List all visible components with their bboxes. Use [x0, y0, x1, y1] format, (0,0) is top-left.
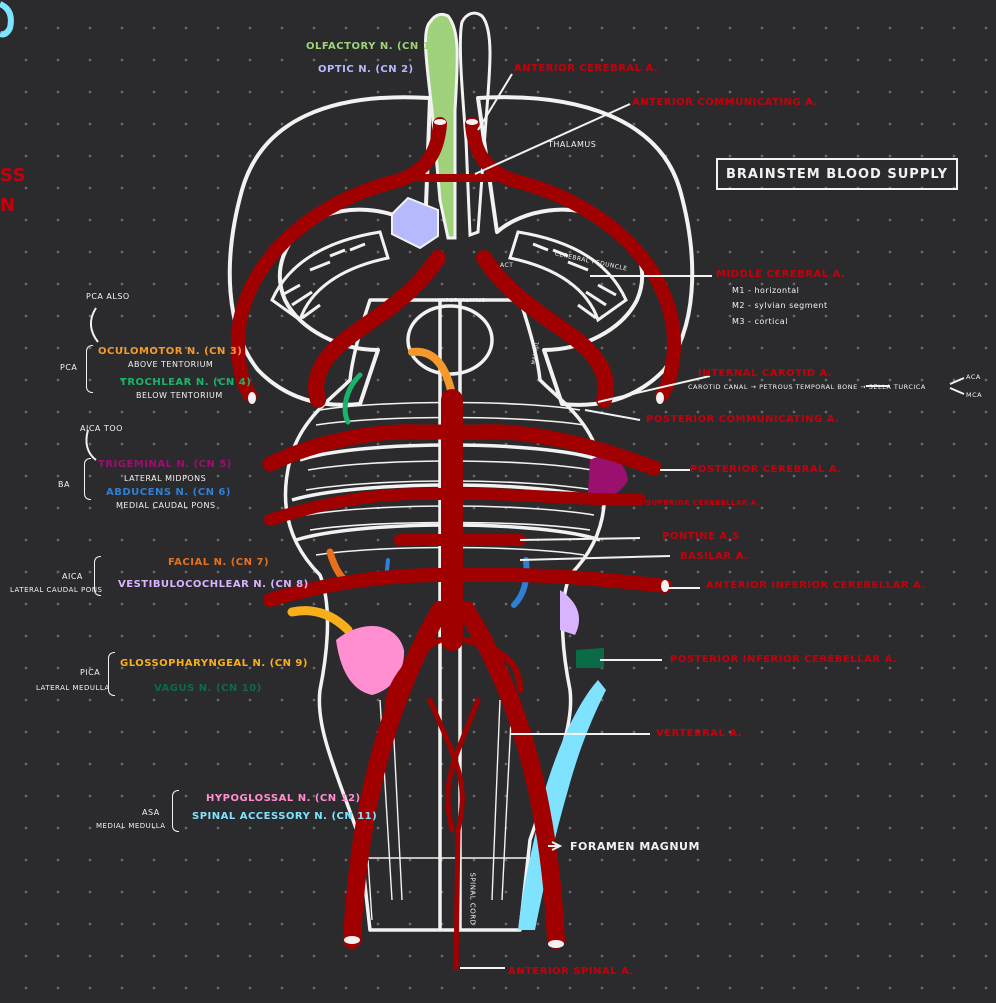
oculomotor-sub: ABOVE TENTORIUM — [128, 360, 214, 369]
aica-bracket — [94, 556, 101, 596]
pca-artery-label: PCA — [60, 363, 78, 372]
spinal-cord-label: SPINAL CORD — [468, 872, 477, 926]
pca-bracket — [86, 345, 93, 393]
middle-cerebral-label: MIDDLE CEREBRAL A. — [716, 269, 846, 280]
oculomotor-label: OCULOMOTOR N. (CN 3) — [98, 346, 243, 357]
asa-artery-label: ASA — [142, 808, 160, 817]
pica-label: POSTERIOR INFERIOR CEREBELLAR A. — [670, 654, 898, 665]
posterior-communicating-label: POSTERIOR COMMUNICATING A. — [646, 414, 840, 425]
trochlear-label: TROCHLEAR N. (CN 4) — [120, 377, 252, 388]
edge-fragment-text: SS — [0, 165, 27, 186]
vagus-label: VAGUS N. (CN 10) — [154, 683, 262, 694]
aica-label: ANTERIOR INFERIOR CEREBELLAR A. — [706, 580, 926, 591]
glossopharyngeal-nerve — [287, 606, 353, 635]
trigeminal-label: TRIGEMINAL N. (CN 5) — [98, 459, 232, 470]
act-label: ACT — [500, 262, 514, 269]
edge-fragment-text: N — [0, 195, 16, 216]
trigeminal-sub: LATERAL MIDPONS — [124, 474, 207, 483]
asa-bracket — [172, 790, 179, 832]
vagus-nerve — [576, 648, 604, 668]
right-olfactory-tract — [458, 11, 492, 238]
spinal-accessory-label: SPINAL ACCESSORY N. (CN 11) — [192, 811, 378, 822]
basilar-label: BASILAR A. — [680, 551, 749, 562]
foramen-magnum-label: FORAMEN MAGNUM — [570, 840, 700, 853]
carotid-path-label: CAROTID CANAL → PETROUS TEMPORAL BONE → … — [688, 383, 926, 391]
optic-chiasm — [391, 196, 439, 250]
pontine-label: PONTINE A.S — [662, 531, 740, 542]
pica-artery-sub: LATERAL MEDULLA — [36, 684, 110, 692]
oculomotor-nerve — [408, 347, 456, 399]
trochlear-sub: BELOW TENTORIUM — [136, 391, 223, 400]
m3-label: M3 - cortical — [732, 317, 788, 326]
aca-abbrev-label: ACA — [966, 373, 981, 381]
vertebral-label: VERTEBRAL A. — [656, 728, 743, 739]
trigeminal-nerve — [588, 456, 628, 499]
abducens-label: ABDUCENS N. (CN 6) — [106, 487, 231, 498]
trochlear-nerve — [342, 372, 363, 425]
pica-bracket — [108, 652, 115, 696]
anterior-spinal-label: ANTERIOR SPINAL A. — [508, 966, 634, 977]
superior-cerebellar-label: SUPERIOR CEREBELLAR A. — [646, 499, 760, 507]
artery-ends — [248, 119, 669, 948]
pca-also-note: PCA ALSO — [86, 292, 130, 301]
aica-too-note: AICA TOO — [80, 424, 123, 433]
vestibulocochlear-label: VESTIBULOCOCHLEAR N. (CN 8) — [118, 579, 309, 590]
hypoglossal-nerve — [336, 626, 405, 695]
pica-artery-label: PICA — [80, 668, 101, 677]
abducens-nerve-r — [511, 557, 530, 608]
diagram-title: BRAINSTEM BLOOD SUPPLY — [716, 158, 958, 190]
optic-label: OPTIC N. (CN 2) — [318, 64, 414, 75]
mca-abbrev-label: MCA — [966, 391, 983, 399]
glossopharyngeal-label: GLOSSOPHARYNGEAL N. (CN 9) — [120, 658, 308, 669]
anterior-cerebral-label: ANTERIOR CEREBRAL A. — [514, 63, 659, 74]
hypoglossal-label: HYPOGLOSSAL N. (CN 12) — [206, 793, 361, 804]
ba-artery-label: BA — [58, 480, 70, 489]
arteries — [231, 117, 681, 971]
hypothalamus-label: HYPOTHALAMUS — [438, 298, 486, 304]
aica-artery-sub: LATERAL CAUDAL PONS — [10, 586, 103, 594]
ba-bracket — [84, 458, 91, 500]
pointer-lines — [85, 73, 965, 969]
m1-label: M1 - horizontal — [732, 286, 800, 295]
olfactory-label: OLFACTORY N. (CN 1) — [306, 41, 436, 52]
vestibulocochlear-nerve — [560, 590, 580, 635]
edge-cyan-fragment — [0, 1, 14, 38]
facial-label: FACIAL N. (CN 7) — [168, 557, 270, 568]
asa-artery-sub: MEDIAL MEDULLA — [96, 822, 166, 830]
thalamus-label: THALAMUS — [548, 140, 597, 149]
internal-carotid-label: INTERNAL CAROTID A. — [698, 368, 833, 379]
anterior-communicating-label: ANTERIOR COMMUNICATING A. — [632, 97, 818, 108]
spinal-accessory-nerve — [518, 680, 606, 930]
abducens-sub: MEDIAL CAUDAL PONS — [116, 501, 216, 510]
aica-artery-label: AICA — [62, 572, 83, 581]
m2-label: M2 - sylvian segment — [732, 301, 828, 310]
posterior-cerebral-label: POSTERIOR CEREBRAL A. — [690, 464, 842, 475]
temporal-lobe-striations — [270, 230, 628, 323]
